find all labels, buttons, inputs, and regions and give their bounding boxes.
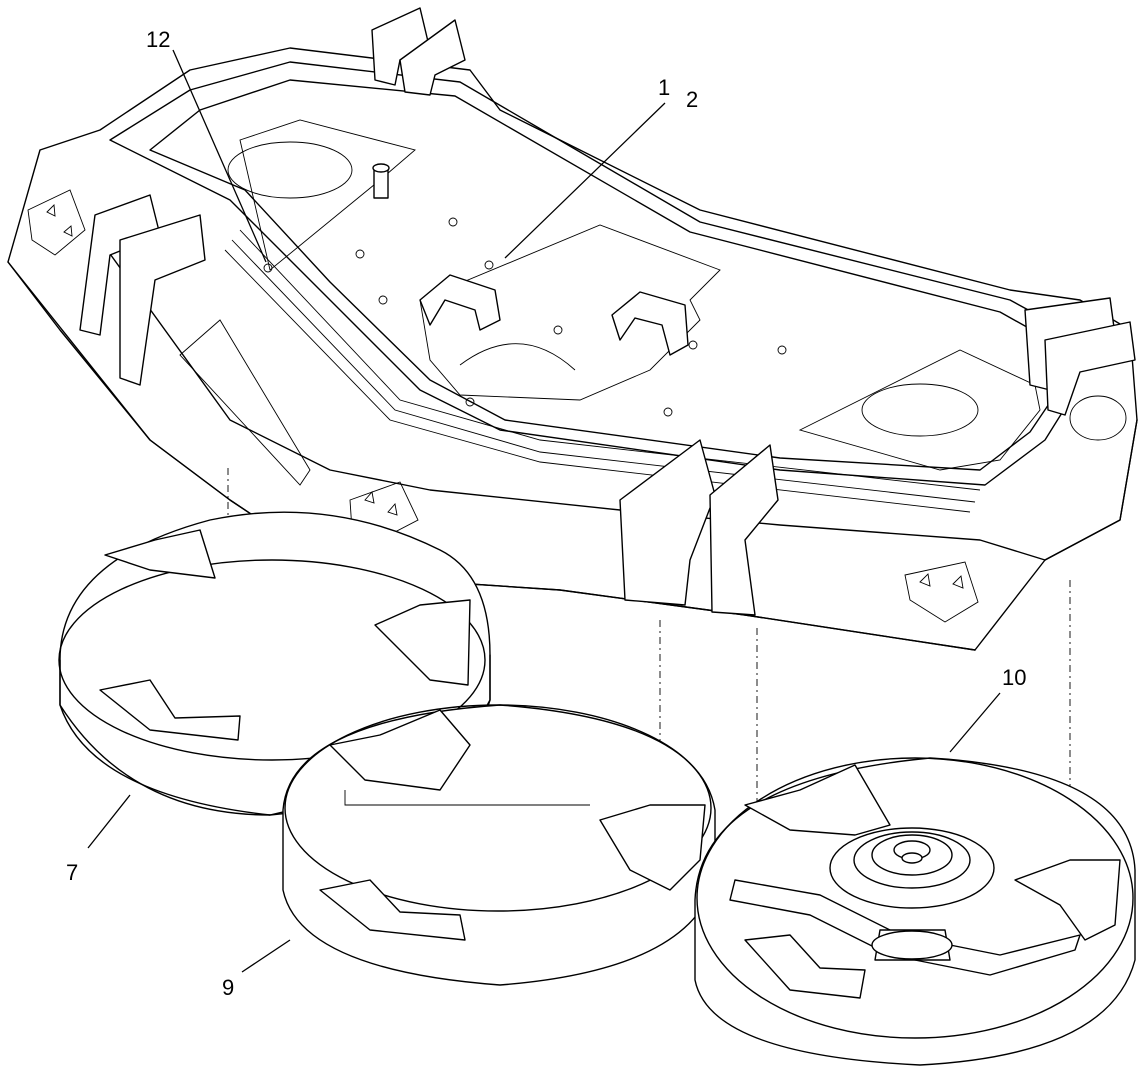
callout-leaders	[87, 49, 1001, 973]
callout-7: 7	[66, 860, 78, 885]
spindle-assembly	[829, 827, 995, 961]
callout-9: 9	[222, 975, 234, 1000]
leader-9	[241, 939, 291, 973]
callout-2: 2	[686, 87, 698, 112]
mounting-brackets	[79, 7, 1136, 616]
baffle-9-center	[282, 704, 716, 986]
spindle-openings	[227, 141, 979, 437]
leader-10	[949, 692, 1001, 753]
callout-10: 10	[1002, 665, 1026, 690]
leader-1	[504, 102, 666, 259]
deck-bolts	[263, 217, 787, 417]
leader-7	[87, 794, 131, 849]
baffle-10-right	[694, 757, 1136, 1066]
callout-labels: 12 1 2 10 7 9	[66, 27, 1026, 1000]
callout-1: 1	[658, 75, 670, 100]
leader-12	[172, 49, 267, 263]
callout-12: 12	[146, 27, 170, 52]
